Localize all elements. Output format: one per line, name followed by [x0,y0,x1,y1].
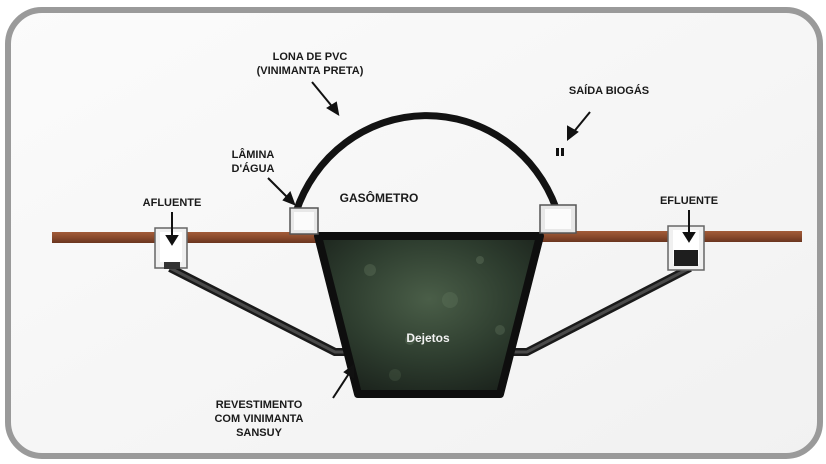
water-seal-right-inner [545,209,571,229]
arrow-biogas-head [567,125,579,142]
label-saida-biogas: SAÍDA BIOGÁS [569,84,649,97]
label-gasometro: GASÔMETRO [340,190,419,205]
label-revestimento-line2: COM VINIMANTA [214,413,303,425]
arrow-efluente-head [682,232,696,243]
tank-texture [364,256,505,381]
label-efluente: EFLUENTE [660,195,718,207]
arrow-afluente-head [165,235,179,246]
label-lona-line2: (VINIMANTA PRETA) [257,65,364,77]
label-lamina-line1: LÂMINA [232,148,275,161]
label-lona-line1: LONA DE PVC [273,51,348,63]
arrow-lona-head [326,101,340,116]
arrow-revestimento-head [343,364,354,379]
label-revestimento-line3: SANSUY [236,427,283,439]
water-seal-left-inner [294,212,314,230]
gas-dome [292,112,560,214]
digester-tank [314,232,544,398]
label-afluente: AFLUENTE [143,197,202,209]
leader-arrows [165,81,696,399]
label-dejetos: Dejetos [406,331,450,345]
label-revestimento-line1: REVESTIMENTO [216,399,303,411]
label-lamina-line2: D'ÁGUA [232,162,275,175]
biogas-outlet-gap [536,130,556,150]
arrow-lamina-head [282,191,296,206]
biogas-outlet-icon [556,148,564,156]
outlet-pipe-highlight [510,266,691,354]
arrow-revestimento [332,371,351,399]
inlet-box [154,227,188,269]
